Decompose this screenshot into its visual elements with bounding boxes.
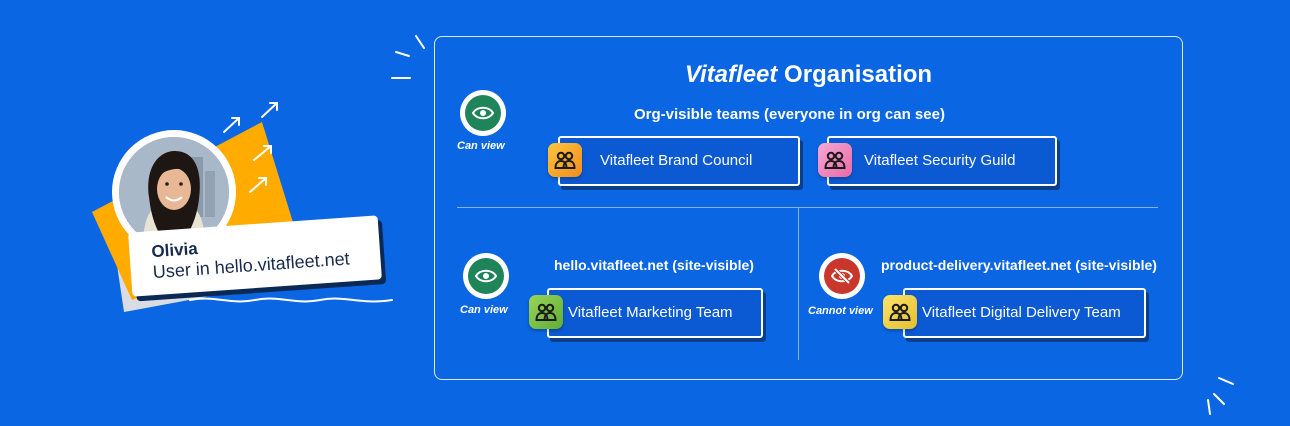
people-icon xyxy=(883,295,917,329)
org-visible-status: Can view xyxy=(457,140,505,152)
team-name: Vitafleet Brand Council xyxy=(600,152,753,169)
section-divider-horizontal xyxy=(457,207,1158,208)
cannot-view-badge xyxy=(824,258,860,294)
team-name: Vitafleet Digital Delivery Team xyxy=(922,304,1121,321)
people-icon xyxy=(548,143,582,177)
team-card-digital-delivery[interactable]: Vitafleet Digital Delivery Team xyxy=(903,288,1146,338)
site-hello-heading: hello.vitafleet.net (site-visible) xyxy=(554,257,754,273)
eye-icon xyxy=(463,253,509,299)
site-hello-status: Can view xyxy=(460,304,508,316)
team-card-security-guild[interactable]: Vitafleet Security Guild xyxy=(827,136,1057,186)
section-divider-vertical xyxy=(798,208,799,360)
eye-off-icon xyxy=(819,253,865,299)
people-icon xyxy=(529,295,563,329)
people-icon xyxy=(818,143,852,177)
organisation-title-suffix: Organisation xyxy=(777,61,933,88)
team-name: Vitafleet Marketing Team xyxy=(568,304,733,321)
team-name: Vitafleet Security Guild xyxy=(864,152,1016,169)
site-product-delivery-heading: product-delivery.vitafleet.net (site-vis… xyxy=(881,257,1157,273)
team-card-brand-council[interactable]: Vitafleet Brand Council xyxy=(558,136,800,186)
organisation-brand: Vitafleet xyxy=(684,61,778,88)
can-view-badge xyxy=(465,95,501,131)
org-visible-heading: Org-visible teams (everyone in org can s… xyxy=(634,106,945,123)
eye-icon xyxy=(460,90,506,136)
site-product-delivery-status: Cannot view xyxy=(808,305,873,317)
organisation-title: Vitafleet Organisation xyxy=(434,60,1183,90)
team-card-marketing[interactable]: Vitafleet Marketing Team xyxy=(547,288,763,338)
can-view-badge xyxy=(468,258,504,294)
organisation-container xyxy=(434,36,1183,380)
